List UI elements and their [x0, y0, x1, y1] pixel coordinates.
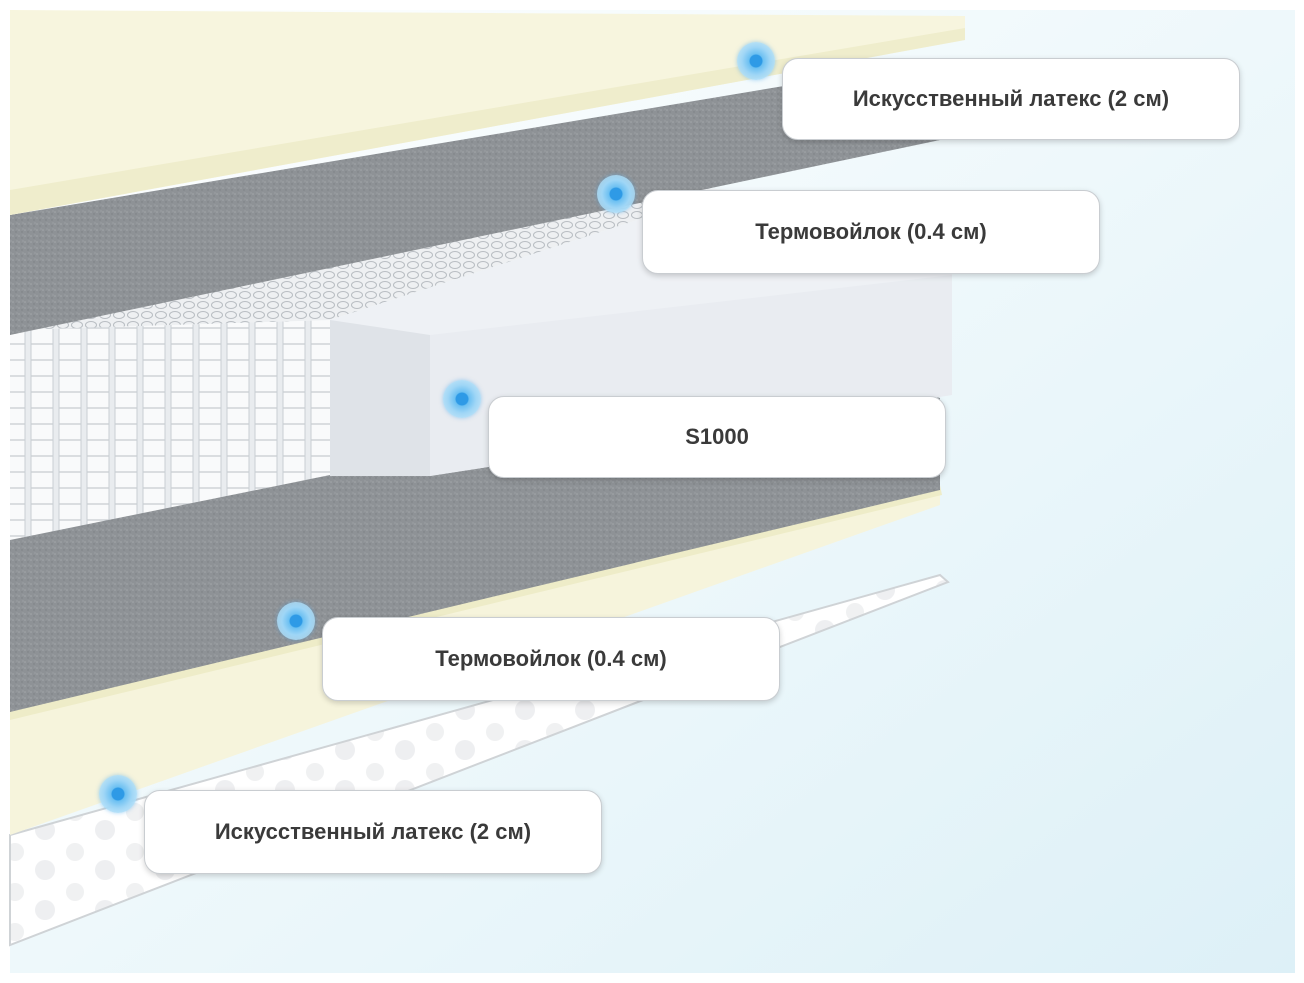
marker-dot-top-felt: [597, 175, 635, 213]
label-bottom-felt: Термовойлок (0.4 см): [322, 617, 780, 701]
label-bottom-latex: Искусственный латекс (2 см): [144, 790, 602, 874]
marker-dot-bottom-latex: [99, 775, 137, 813]
marker-dot-bottom-felt: [277, 602, 315, 640]
label-top-latex: Искусственный латекс (2 см): [782, 58, 1240, 140]
label-spring-block: S1000: [488, 396, 946, 478]
label-top-felt: Термовойлок (0.4 см): [642, 190, 1100, 274]
marker-dot-top-latex: [737, 42, 775, 80]
marker-dot-spring-block: [443, 380, 481, 418]
